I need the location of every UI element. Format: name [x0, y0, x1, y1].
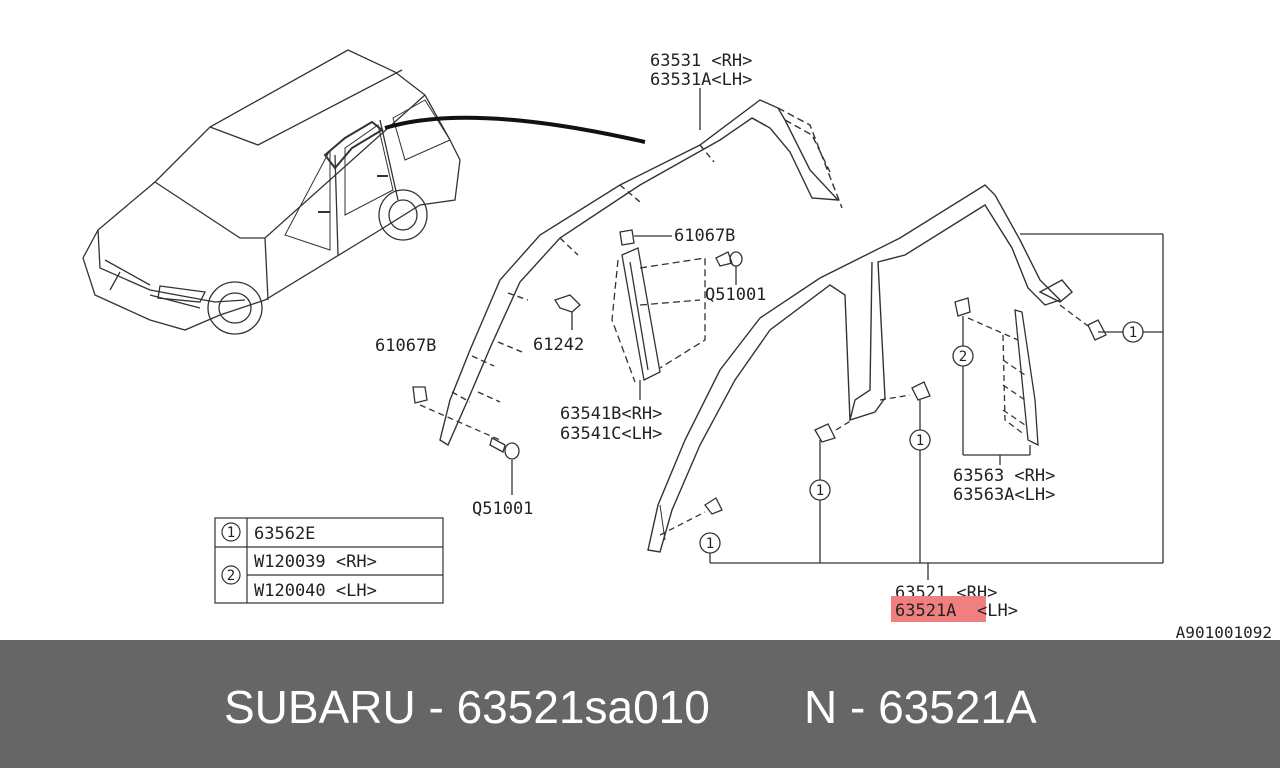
legend-table — [214, 517, 444, 604]
label-door-molding-lh-side: <LH> — [977, 601, 1018, 621]
leader-lines — [699, 88, 1164, 580]
car-illustration — [82, 49, 461, 335]
callout-2: 2 — [959, 349, 967, 365]
label-door-molding-lh-part: 63521A — [895, 601, 956, 621]
legend-ref-1: 1 — [227, 525, 235, 541]
door-molding — [647, 184, 1073, 553]
callout-1: 1 — [1129, 325, 1137, 341]
clip-61067b-left — [412, 386, 520, 495]
leader-arrow — [384, 115, 646, 144]
pillar-molding — [611, 229, 743, 400]
bracket-61242 — [554, 294, 581, 330]
legend-part: W120040 <LH> — [254, 581, 377, 601]
label-pillar-lh: 63541C<LH> — [560, 424, 662, 444]
callout-circles — [699, 321, 1144, 554]
highlight-box — [891, 596, 986, 622]
oem-part-number: N - 63521A — [804, 681, 1037, 733]
door-clips — [659, 304, 1107, 536]
label-roof-molding-lh: 63531A<LH> — [650, 70, 752, 90]
brand-part-number: SUBARU - 63521sa010 — [224, 681, 710, 733]
legend-part: 63562E — [254, 524, 315, 544]
legend-part: W120039 <RH> — [254, 552, 377, 572]
parts-diagram: 1 1 1 1 2 63531 <RH> 63531A<LH> 61067B Q… — [82, 49, 1272, 640]
label-roof-molding-rh: 63531 <RH> — [650, 51, 752, 71]
roof-molding — [439, 99, 843, 447]
footer-bar: SUBARU - 63521sa010 N - 63521A — [0, 640, 1280, 768]
label-clip-left: 61067B — [375, 336, 436, 356]
label-bolt-bottom: Q51001 — [472, 499, 533, 519]
label-bolt-top: Q51001 — [705, 285, 766, 305]
weatherstrip — [954, 297, 1039, 447]
callout-1: 1 — [816, 483, 824, 499]
label-weatherstrip-rh: 63563 <RH> — [953, 466, 1055, 486]
catalog-reference: A901001092 — [1176, 623, 1272, 640]
label-weatherstrip-lh: 63563A<LH> — [953, 485, 1055, 505]
callout-1: 1 — [706, 536, 714, 552]
label-clip-top: 61067B — [674, 226, 735, 246]
callout-1: 1 — [916, 433, 924, 449]
label-bracket: 61242 — [533, 335, 584, 355]
label-pillar-rh: 63541B<RH> — [560, 404, 662, 424]
legend-ref-2: 2 — [227, 568, 235, 584]
